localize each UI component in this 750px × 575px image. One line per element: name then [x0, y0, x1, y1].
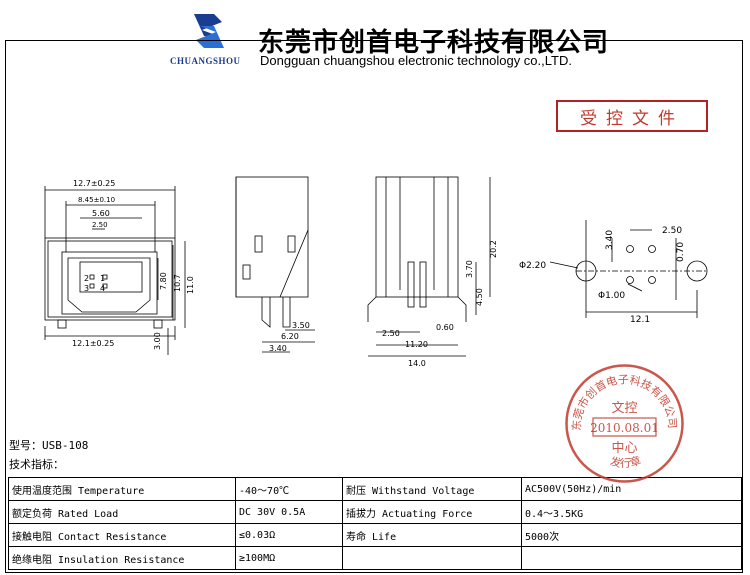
rear-view-body [375, 176, 459, 298]
dim-side-340: 3.40 [269, 344, 287, 353]
spec-cell: 额定负荷 Rated Load [8, 500, 236, 524]
spec-cell: 5000次 [521, 523, 742, 547]
spec-cell: ≥100MΩ [235, 546, 343, 570]
dim-footprint-hole-small: Φ1.00 [598, 291, 625, 301]
dim-front-height-110: 11.0 [186, 276, 195, 294]
dim-front-pitch-outer: 8.45±0.10 [78, 196, 115, 204]
dim-front-pitch-mid: 5.60 [92, 209, 110, 218]
dim-front-width: 12.7±0.25 [73, 179, 115, 188]
front-view-port [61, 251, 158, 315]
spec-cell: 接触电阻 Contact Resistance [8, 523, 236, 547]
pin-label-3: 3 [84, 284, 89, 293]
spec-row: 额定负荷 Rated Load DC 30V 0.5A 插拔力 Actuatin… [8, 500, 742, 524]
dim-rear-202: 20.2 [489, 240, 498, 258]
dim-front-height-1070: 10.7 [173, 274, 182, 292]
spec-title: 技术指标： [9, 458, 64, 471]
spec-cell: 使用温度范围 Temperature [8, 477, 236, 501]
pin-label-4: 4 [100, 284, 105, 293]
company-logo [184, 6, 234, 56]
pin-label-2: 2 [84, 274, 89, 283]
dim-footprint-340: 3.40 [605, 230, 615, 250]
dim-rear-250: 2.50 [382, 329, 400, 338]
dim-rear-140: 14.0 [408, 359, 426, 368]
dim-footprint-070: 0.70 [676, 242, 686, 262]
stamp-bottom-text: 发行章 [609, 453, 643, 470]
dim-footprint-250: 2.50 [662, 226, 682, 236]
dim-footprint-span: 12.1 [630, 315, 650, 325]
pin-label-1: 1 [100, 274, 105, 283]
dim-footprint-hole-large: Φ2.20 [519, 261, 546, 271]
spec-cell: 插拔力 Actuating Force [342, 500, 522, 524]
logo-name: CHUANGSHOU [170, 56, 241, 66]
dim-rear-060: 0.60 [436, 323, 454, 332]
model-number: 型号：USB-108 [9, 439, 89, 452]
controlled-document-box: 受控文件 [556, 100, 708, 132]
dim-rear-370: 3.70 [465, 260, 474, 278]
spec-cell: 0.4～3.5KG [521, 500, 742, 524]
spec-table: 使用温度范围 Temperature -40～70℃ 耐压 Withstand … [8, 477, 742, 570]
spec-cell: ≤0.03Ω [235, 523, 343, 547]
document-control-stamp: 东莞市创首电子科技有限公司 文控 2010.08.01 中心 发行章 [565, 364, 684, 483]
document-frame [5, 40, 743, 573]
controlled-document-label: 受控文件 [580, 108, 684, 129]
front-view-body [44, 237, 176, 321]
dim-front-pitch-inner: 2.50 [92, 221, 108, 229]
dim-rear-450: 4.50 [475, 288, 484, 306]
dim-side-620: 6.20 [281, 332, 299, 341]
spec-cell [521, 546, 742, 570]
company-name-cn: 东莞市创首电子科技有限公司 [258, 28, 610, 58]
stamp-line2: 中心 [611, 441, 637, 456]
spec-cell: -40～70℃ [235, 477, 343, 501]
stamp-date: 2010.08.01 [590, 421, 659, 435]
spec-cell [342, 546, 522, 570]
dim-front-height-780: 7.80 [159, 272, 168, 290]
spec-row: 接触电阻 Contact Resistance ≤0.03Ω 寿命 Life 5… [8, 523, 742, 547]
dim-side-350: 3.50 [292, 321, 310, 330]
company-name-en: Dongguan chuangshou electronic technolog… [260, 53, 572, 68]
spec-cell: DC 30V 0.5A [235, 500, 343, 524]
spec-row: 绝缘电阻 Insulation Resistance ≥100MΩ [8, 546, 742, 570]
dim-front-base: 3.00 [153, 332, 162, 350]
dim-rear-1120: 11.20 [405, 340, 428, 349]
dim-front-bottom-width: 12.1±0.25 [72, 339, 114, 348]
spec-cell: 绝缘电阻 Insulation Resistance [8, 546, 236, 570]
stamp-line1: 文控 [611, 401, 637, 416]
spec-row: 使用温度范围 Temperature -40～70℃ 耐压 Withstand … [8, 477, 742, 501]
spec-cell: 寿命 Life [342, 523, 522, 547]
spec-cell: 耐压 Withstand Voltage [342, 477, 522, 501]
technical-drawing: 12.7±0.25 8.45±0.10 5.60 2.50 2 1 3 4 7.… [44, 176, 708, 368]
